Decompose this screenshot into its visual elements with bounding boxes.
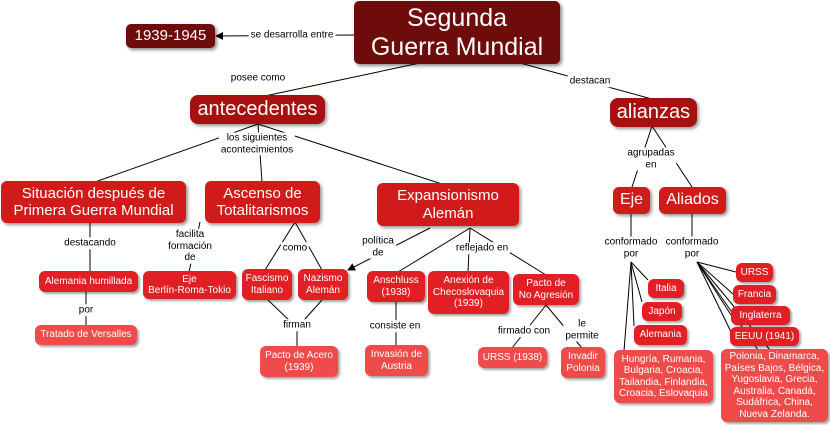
label-firmado-con: firmado con (495, 325, 553, 337)
link-conformado-alemania (630, 261, 635, 327)
link-conformado-japon (630, 261, 643, 303)
node-eeuu-1941[interactable]: EEUU (1941) (730, 327, 799, 346)
label-firman: firman (281, 319, 313, 331)
node-eje-berlin-roma-tokio[interactable]: Eje Berlín-Roma-Tokio (143, 271, 236, 299)
node-ascenso-totalitarismos[interactable]: Ascenso de Totalitarismos (205, 181, 320, 223)
label-se-desarrolla-entre: se desarrolla entre (248, 29, 336, 41)
node-alemania-humillada[interactable]: Alemania humillada (39, 271, 138, 292)
link-main-antecedentes (259, 62, 421, 98)
label-posee-como: posee como (228, 72, 288, 84)
node-aliados[interactable]: Aliados (659, 187, 726, 214)
label-politica-de: política de (360, 235, 396, 259)
link-conformado-francia (696, 261, 734, 295)
node-francia[interactable]: Francia (733, 285, 776, 304)
label-destacando: destacando (62, 237, 118, 249)
link-conformado-eeuu (696, 261, 733, 335)
link-conformado-eje-otros (623, 261, 632, 352)
node-eje-otros-paises[interactable]: Hungría, Rumania, Bulgaria, Croacia, Tai… (614, 350, 713, 403)
label-consiste-en: consiste en (367, 320, 423, 332)
node-urss-1938[interactable]: URSS (1938) (478, 347, 547, 368)
link-ascenso-fascismo (264, 221, 296, 271)
node-alianzas[interactable]: alianzas (610, 98, 697, 127)
label-reflejado-en: reflejado en (453, 242, 511, 254)
node-antecedentes[interactable]: antecedentes (190, 95, 325, 124)
link-conformado-italia (630, 261, 649, 281)
node-situacion-primera-guerra[interactable]: Situación después de Primera Guerra Mund… (1, 181, 186, 223)
label-conformado-por-aliados: conformado por (663, 236, 721, 260)
label-los-siguientes-acontecimientos: los siguientes acontecimientos (218, 132, 296, 156)
node-expansionismo-aleman[interactable]: Expansionismo Alemán (377, 183, 519, 226)
node-italia[interactable]: Italia (648, 279, 684, 298)
node-pacto-de-acero[interactable]: Pacto de Acero (1939) (260, 346, 338, 377)
node-japon[interactable]: Japón (642, 302, 682, 321)
node-pacto-no-agresion[interactable]: Pacto de No Agresión (513, 274, 579, 305)
link-conformado-urss (696, 261, 737, 273)
node-anexion-checoslovaquia[interactable]: Anexión de Checoslovaquia (1939) (428, 271, 509, 314)
node-tratado-versalles[interactable]: Tratado de Versalles (35, 325, 137, 345)
label-agrupadas-en: agrupadas en (625, 147, 677, 171)
label-por: por (76, 304, 96, 316)
node-invadir-polonia[interactable]: Invadir Polonia (561, 347, 605, 378)
node-aliados-otros-paises[interactable]: Polonia, Dinamarca, Países Bajos, Bélgic… (721, 349, 828, 422)
node-invasion-austria[interactable]: Invasión de Austria (365, 345, 428, 376)
node-alemania[interactable]: Alemania (634, 325, 687, 345)
label-facilita-formacion-de: facilita formación de (166, 228, 214, 264)
label-conformado-por-eje: conformado por (602, 236, 660, 260)
node-anschluss[interactable]: Anschluss (1938) (367, 271, 425, 302)
node-eje[interactable]: Eje (613, 187, 650, 214)
label-le-permite: le permite (563, 318, 601, 342)
label-destacan: destacan (567, 75, 613, 87)
node-segunda-guerra-mundial[interactable]: Segunda Guerra Mundial (354, 1, 560, 64)
node-fascismo-italiano[interactable]: Fascismo Italiano (242, 269, 292, 300)
link-expansionismo-anschluss (397, 227, 471, 273)
node-urss[interactable]: URSS (736, 263, 773, 282)
node-nazismo-aleman[interactable]: Nazismo Alemán (298, 269, 348, 300)
label-como: como (280, 242, 310, 254)
node-1939-1945[interactable]: 1939-1945 (126, 24, 215, 48)
node-inglaterra[interactable]: Inglaterra (731, 306, 790, 325)
